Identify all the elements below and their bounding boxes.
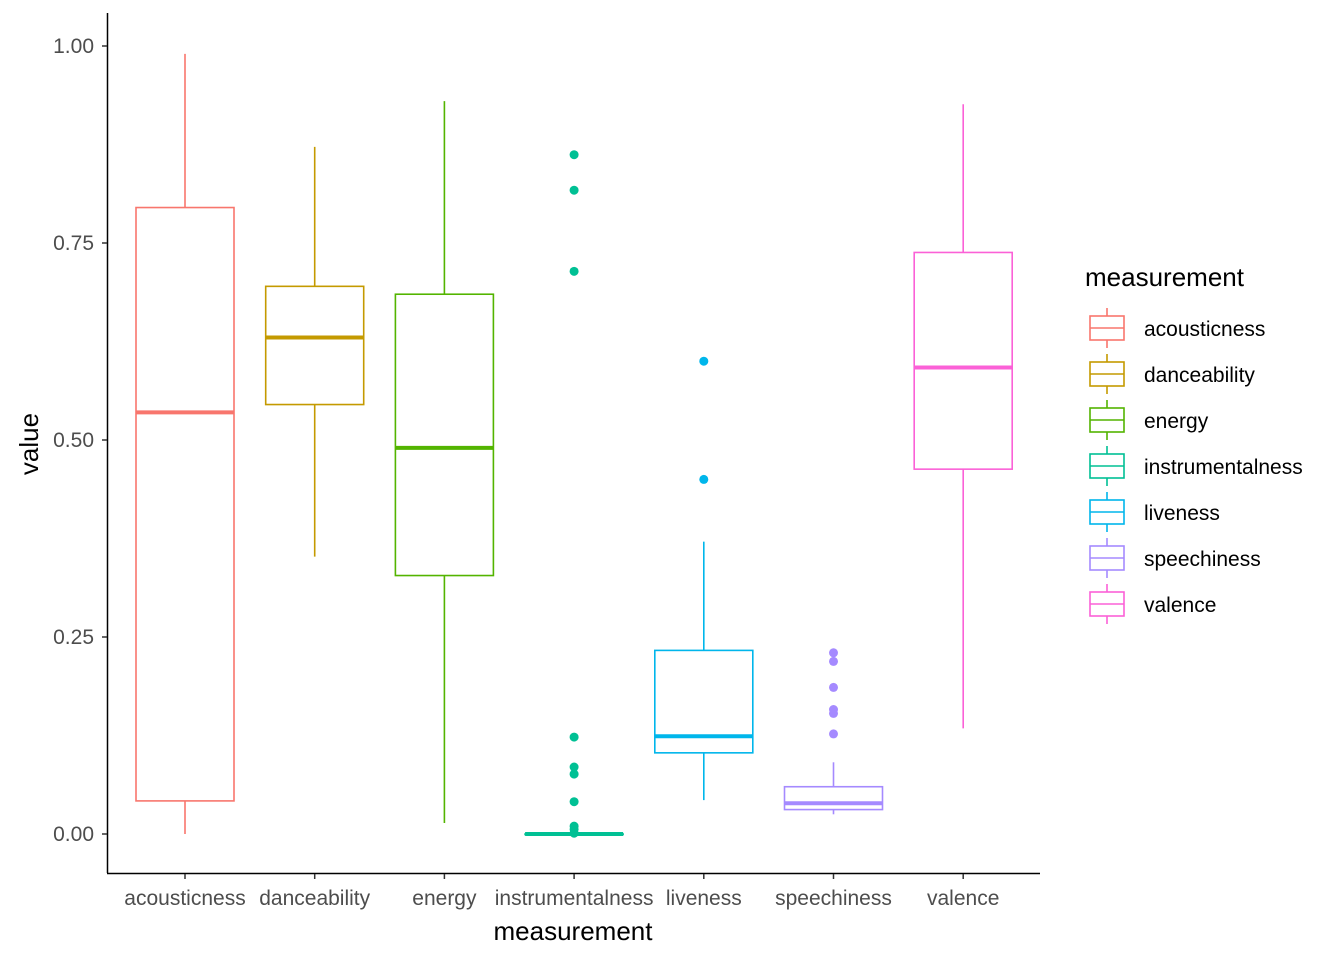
outlier-point (569, 797, 579, 807)
outlier-point (829, 682, 838, 692)
legend-item-acousticness: acousticness (1089, 308, 1265, 348)
outlier-point (569, 185, 579, 195)
outlier-point (569, 266, 579, 276)
y-tick-label: 0.25 (53, 626, 94, 649)
box-instrumentalness (524, 150, 624, 838)
axes: 0.00 0.25 0.50 0.75 1.00 acousticness danceabi… (53, 13, 1040, 910)
box-acousticness (135, 53, 235, 834)
legend-label: liveness (1144, 502, 1220, 525)
legend-label: energy (1144, 410, 1209, 433)
outlier-point (569, 769, 579, 779)
y-tick-label: 1.00 (53, 35, 94, 58)
box-iqr (264, 285, 365, 406)
x-tick-label: liveness (666, 887, 742, 910)
box-valence (913, 104, 1014, 729)
x-axis-title: measurement (494, 916, 654, 946)
box-iqr (394, 293, 495, 577)
legend-label: speechiness (1144, 548, 1261, 571)
outlier-point (829, 729, 838, 739)
x-tick-label: acousticness (124, 887, 245, 910)
x-tick-label: valence (927, 887, 999, 910)
box-iqr (783, 785, 884, 811)
legend-item-energy: energy (1089, 400, 1209, 440)
legend-label: acousticness (1144, 318, 1265, 341)
box-speechiness (783, 648, 884, 815)
legend-item-danceability: danceability (1089, 354, 1255, 394)
x-tick-label: speechiness (775, 887, 892, 910)
legend-item-instrumentalness: instrumentalness (1089, 446, 1303, 486)
outlier-point (569, 762, 579, 772)
box-iqr (913, 251, 1014, 470)
legend-label: instrumentalness (1144, 456, 1303, 479)
x-tick-label: energy (412, 887, 477, 910)
x-tick-label: danceability (259, 887, 370, 910)
box-danceability (264, 146, 365, 557)
plot-area (135, 53, 1014, 838)
legend-title: measurement (1085, 262, 1245, 292)
outlier-point (569, 828, 579, 838)
legend: measurement acousticness danceability ener… (1085, 262, 1303, 624)
y-tick-label: 0.00 (53, 823, 94, 846)
outlier-point (699, 356, 709, 366)
legend-item-valence: valence (1089, 584, 1216, 624)
box-energy (394, 101, 495, 823)
legend-item-liveness: liveness (1089, 492, 1220, 532)
outlier-point (829, 648, 838, 658)
box-liveness (653, 356, 754, 801)
outlier-point (569, 150, 579, 160)
legend-label: danceability (1144, 364, 1255, 387)
y-axis-title: value (14, 413, 44, 475)
x-tick-label: instrumentalness (495, 887, 654, 910)
outlier-point (829, 708, 838, 718)
outlier-point (699, 474, 709, 484)
legend-item-speechiness: speechiness (1089, 538, 1261, 578)
outlier-point (569, 732, 579, 742)
outlier-point (829, 656, 838, 666)
y-tick-label: 0.50 (53, 429, 94, 452)
y-tick-label: 0.75 (53, 232, 94, 255)
box-iqr (135, 206, 235, 802)
legend-label: valence (1144, 594, 1216, 617)
